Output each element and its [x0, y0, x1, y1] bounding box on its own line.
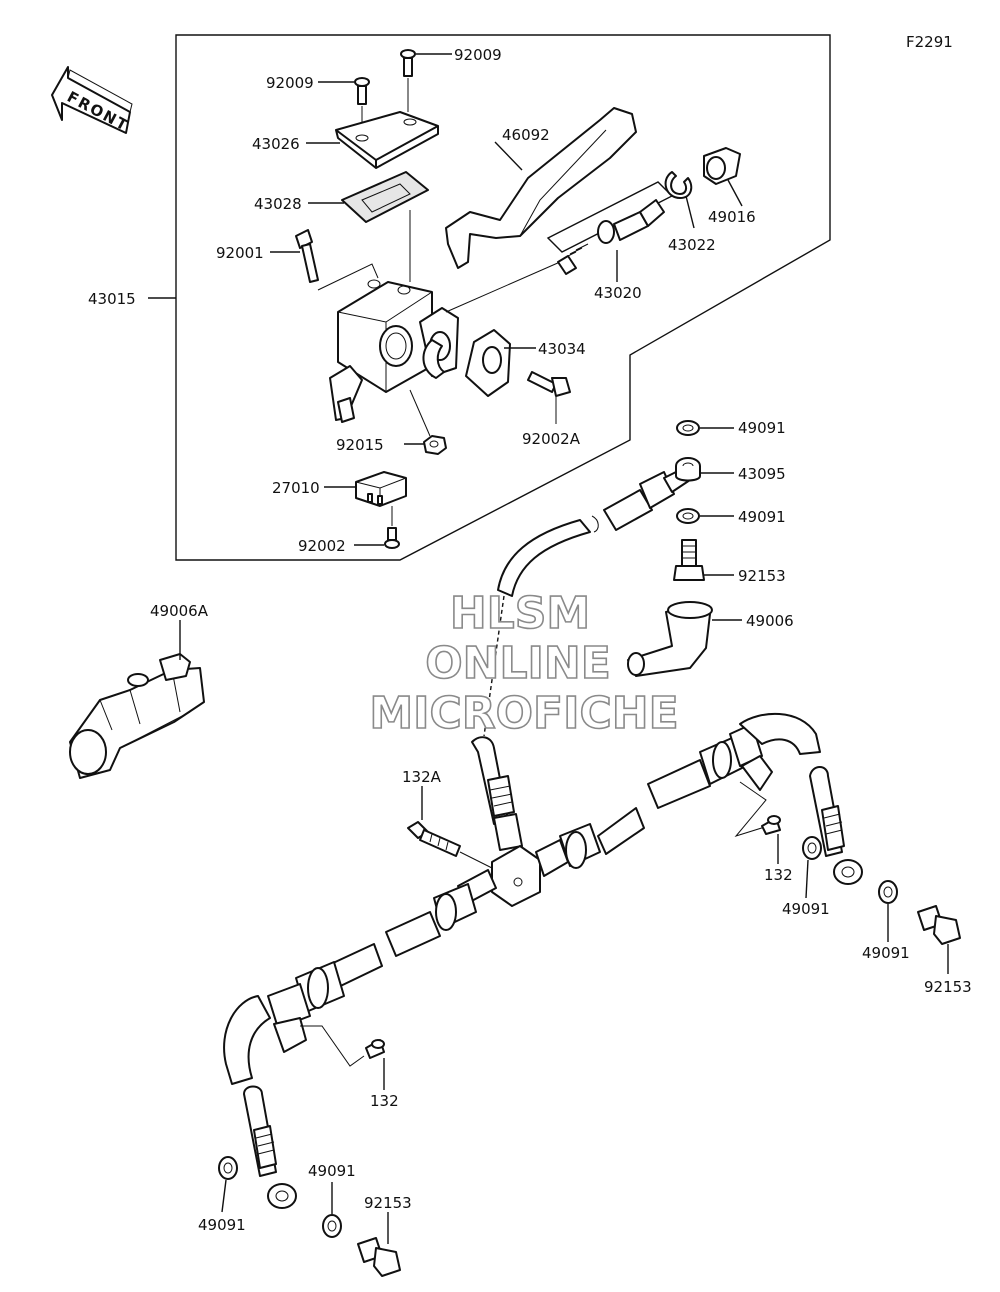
label-27010: 27010: [272, 479, 320, 497]
washer-49091-right-a: [802, 836, 822, 860]
label-43015: 43015: [88, 290, 136, 308]
right-brake-hose: [535, 712, 863, 885]
upper-brake-hose: [497, 467, 691, 597]
svg-text:MICROFICHE: MICROFICHE: [369, 688, 678, 739]
bolt-92002A: [527, 371, 571, 397]
screw-92009-left: [354, 77, 370, 105]
nut-92015: [423, 435, 447, 455]
label-92153-left: 92153: [364, 1194, 412, 1212]
watermark: HLSM ONLINE MICROFICHE: [369, 587, 680, 740]
bolt-92001: [295, 229, 319, 283]
label-92153-upper: 92153: [738, 567, 786, 585]
label-49091-right-b: 49091: [862, 944, 910, 962]
washer-49091-top: [676, 420, 700, 436]
assembly-outline: [175, 34, 831, 561]
left-brake-hose: [223, 869, 497, 1209]
bolt-132A: [407, 821, 461, 857]
label-92009-right: 92009: [454, 46, 502, 64]
bolt-132-right: [761, 815, 781, 835]
label-43022: 43022: [668, 236, 716, 254]
bolt-132-left: [365, 1039, 385, 1059]
t-joint: [491, 845, 541, 907]
label-49006: 49006: [746, 612, 794, 630]
label-43020: 43020: [594, 284, 642, 302]
piston: [597, 199, 665, 244]
banjo-43095: [675, 457, 701, 482]
diagram-id: F2291: [906, 33, 953, 51]
switch-27010: [355, 471, 407, 507]
label-92001: 92001: [216, 244, 264, 262]
label-49091-right-a: 49091: [782, 900, 830, 918]
label-43095: 43095: [738, 465, 786, 483]
label-92015: 92015: [336, 436, 384, 454]
label-43034: 43034: [538, 340, 586, 358]
label-49091-mid: 49091: [738, 508, 786, 526]
washer-49091-left-a: [218, 1156, 238, 1180]
label-92002A: 92002A: [522, 430, 581, 448]
screw-92002: [384, 527, 400, 549]
label-46092: 46092: [502, 126, 550, 144]
label-132A: 132A: [402, 768, 442, 786]
center-vertical-hose: [471, 736, 523, 851]
banjo-bolt-92153-right: [917, 905, 961, 945]
boot-49016: [703, 147, 741, 185]
label-49091-top: 49091: [738, 419, 786, 437]
banjo-bolt-92153-upper: [673, 539, 705, 581]
cover-49006A: [69, 653, 205, 779]
front-arrow-icon: FRONT: [51, 66, 133, 135]
label-49016: 49016: [708, 208, 756, 226]
cap-49006: [627, 601, 713, 677]
label-92009-left: 92009: [266, 74, 314, 92]
label-132-left: 132: [370, 1092, 399, 1110]
label-92153-right: 92153: [924, 978, 972, 996]
clamp-43034: [422, 329, 511, 397]
diaphragm-43028: [341, 171, 429, 223]
label-49091-left-a: 49091: [198, 1216, 246, 1234]
label-49091-left-b: 49091: [308, 1162, 356, 1180]
washer-49091-right-b: [878, 880, 898, 904]
banjo-bolt-92153-left: [357, 1237, 401, 1277]
svg-text:HLSM: HLSM: [450, 588, 590, 639]
label-49006A: 49006A: [150, 602, 209, 620]
reservoir-cap-43026: [335, 111, 439, 169]
label-132-right: 132: [764, 866, 793, 884]
screw-92009-right: [400, 49, 416, 77]
label-43026: 43026: [252, 135, 300, 153]
circlip-43022: [664, 171, 693, 199]
label-92002: 92002: [298, 537, 346, 555]
svg-text:ONLINE: ONLINE: [425, 638, 611, 689]
washer-49091-left-b: [322, 1214, 342, 1238]
piston-spring: [557, 243, 589, 275]
washer-49091-bottom: [676, 508, 700, 524]
label-43028: 43028: [254, 195, 302, 213]
